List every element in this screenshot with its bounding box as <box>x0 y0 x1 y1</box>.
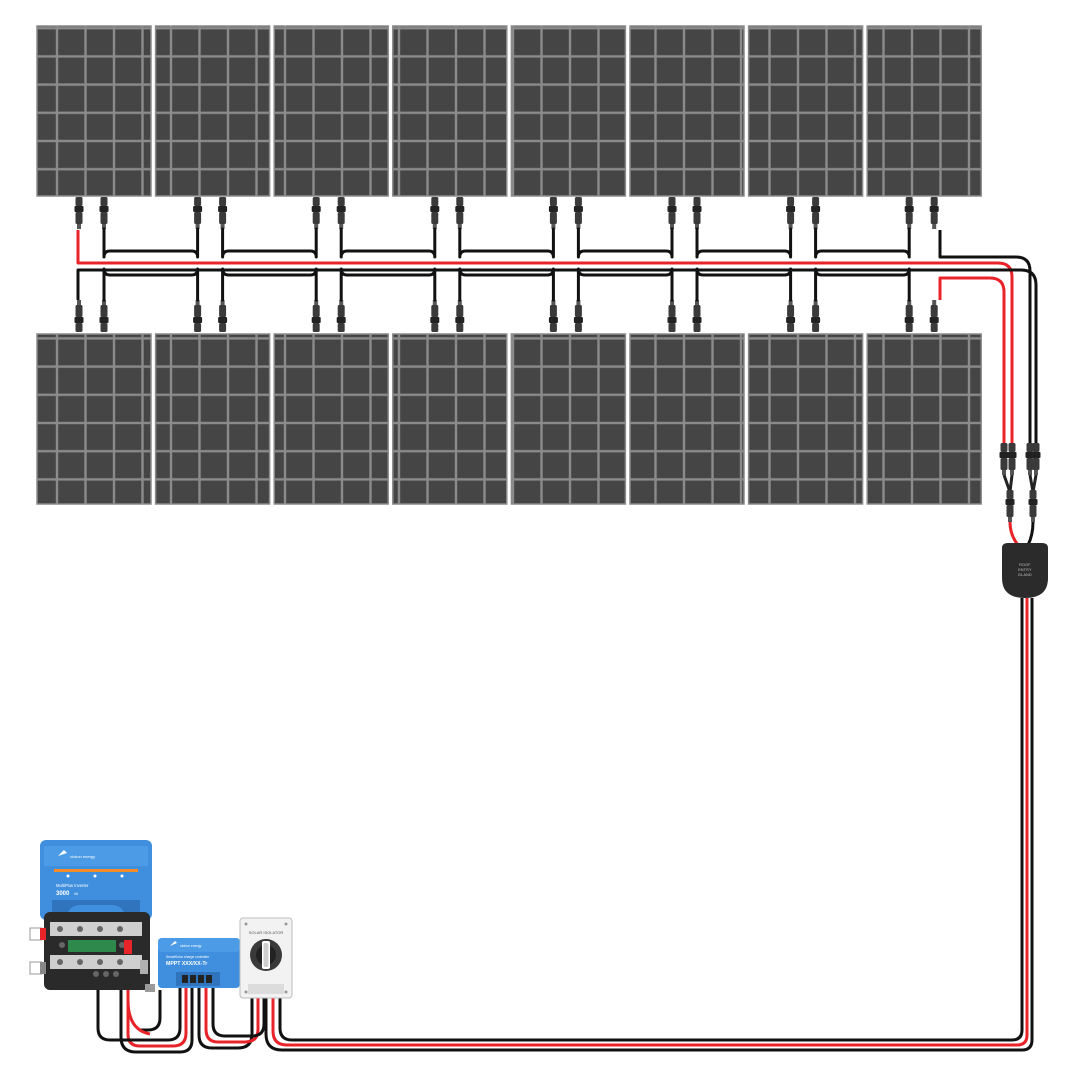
mppt-line1: SmartSolar charge controller <box>166 955 210 959</box>
mc4-connector-icon <box>548 197 558 229</box>
inverter-name: MultiPlus Inverter <box>56 883 89 888</box>
mppt-controller-icon: victron energy SmartSolar charge control… <box>158 938 240 988</box>
series-link-wire <box>695 227 793 259</box>
mc4-connector-icon <box>99 197 109 229</box>
series-link-wire <box>102 267 200 302</box>
mc4-connector-icon <box>786 197 796 229</box>
mc4-connector-icon <box>74 300 84 332</box>
pv-panel-icon <box>392 25 508 197</box>
mc4-connector-icon <box>455 197 465 229</box>
series-link-wire <box>695 267 793 302</box>
panel-row-bottom <box>36 300 982 505</box>
mc4-connector-icon <box>74 197 84 229</box>
pv-panel-icon <box>273 333 389 505</box>
mc4-connector-icon <box>667 197 677 229</box>
mc4-connector-icon <box>999 443 1009 475</box>
mc4-connector-icon <box>548 300 558 332</box>
mc4-connector-icon <box>311 300 321 332</box>
pv-panel-icon <box>36 333 152 505</box>
mc4-connector-icon <box>193 300 203 332</box>
pv-panel-icon <box>392 333 508 505</box>
series-link-wire <box>458 267 555 302</box>
series-link-wire <box>576 227 674 259</box>
inverter-icon: victron energy MultiPlus Inverter 3000 V… <box>40 840 152 920</box>
battery-busbar-icon <box>29 912 155 992</box>
mppt-brand: victron energy <box>180 944 202 948</box>
mc4-connector-icon <box>929 197 939 229</box>
mc4-connector-icon <box>193 197 203 229</box>
mc4-connector-icon <box>218 300 228 332</box>
series-link-wire <box>339 227 437 259</box>
mc4-connector-icon <box>455 300 465 332</box>
mc4-connector-icon <box>430 197 440 229</box>
series-link-wire <box>221 267 318 302</box>
mc4-connector-icon <box>336 300 346 332</box>
inverter-unit: VA <box>74 892 79 896</box>
pv-panel-icon <box>36 25 152 197</box>
mc4-connector-icon <box>692 300 702 332</box>
mc4-connector-icon <box>1007 443 1017 475</box>
series-link-wire <box>221 227 318 259</box>
pv-panel-icon <box>273 25 389 197</box>
mc4-connector-icon <box>311 197 321 229</box>
mc4-connector-icon <box>99 300 109 332</box>
isolator-to-mppt-cable <box>197 985 266 1050</box>
mc4-connector-icon <box>904 300 914 332</box>
string-home-run-wires <box>76 230 1038 445</box>
mc4-connector-icon <box>692 197 702 229</box>
pv-main-cable <box>264 598 1034 1052</box>
pv-panel-icon <box>154 333 271 505</box>
inverter-brand: victron energy <box>70 854 95 859</box>
pv-panel-icon <box>866 333 982 505</box>
mc4-connector-icon <box>1031 443 1041 475</box>
series-link-wire <box>458 227 555 259</box>
mc4-connector-icon <box>811 197 821 229</box>
mc4-connector-icon <box>811 300 821 332</box>
series-link-wire <box>814 227 911 259</box>
mc4-connector-icon <box>786 300 796 332</box>
panel-row-top <box>36 25 982 229</box>
mc4-connector-icon <box>573 300 583 332</box>
mc4-connector-icon <box>218 197 228 229</box>
pv-panel-icon <box>510 25 627 197</box>
mc4-connector-icon <box>929 300 939 332</box>
mppt-to-busbar-cable <box>96 955 194 1054</box>
series-link-wire <box>576 267 674 302</box>
mc4-connector-icon <box>904 197 914 229</box>
pv-panel-icon <box>629 333 745 505</box>
isolator-switch-icon[interactable]: SOLAR ISOLATOR <box>239 917 293 999</box>
mc4-connector-icon <box>430 300 440 332</box>
inverter-value: 3000 <box>56 891 70 897</box>
pv-panel-icon <box>866 25 982 197</box>
pv-panel-icon <box>510 333 627 505</box>
branch-connectors <box>999 443 1041 546</box>
pv-panel-icon <box>154 25 271 197</box>
mc4-connector-icon <box>336 197 346 229</box>
pv-panel-icon <box>629 25 745 197</box>
series-link-wire <box>102 227 200 259</box>
series-link-wire <box>339 267 437 302</box>
mc4-connector-icon <box>1005 490 1015 522</box>
pv-panel-icon <box>747 333 864 505</box>
mc4-connector-icon <box>573 197 583 229</box>
isolator-label: SOLAR ISOLATOR <box>249 930 284 935</box>
mc4-connector-icon <box>667 300 677 332</box>
pv-panel-icon <box>747 25 864 197</box>
mppt-line2: MPPT XXX/XX-Tr <box>166 961 207 967</box>
series-link-wire <box>814 267 911 302</box>
mc4-connector-icon <box>1028 490 1038 522</box>
